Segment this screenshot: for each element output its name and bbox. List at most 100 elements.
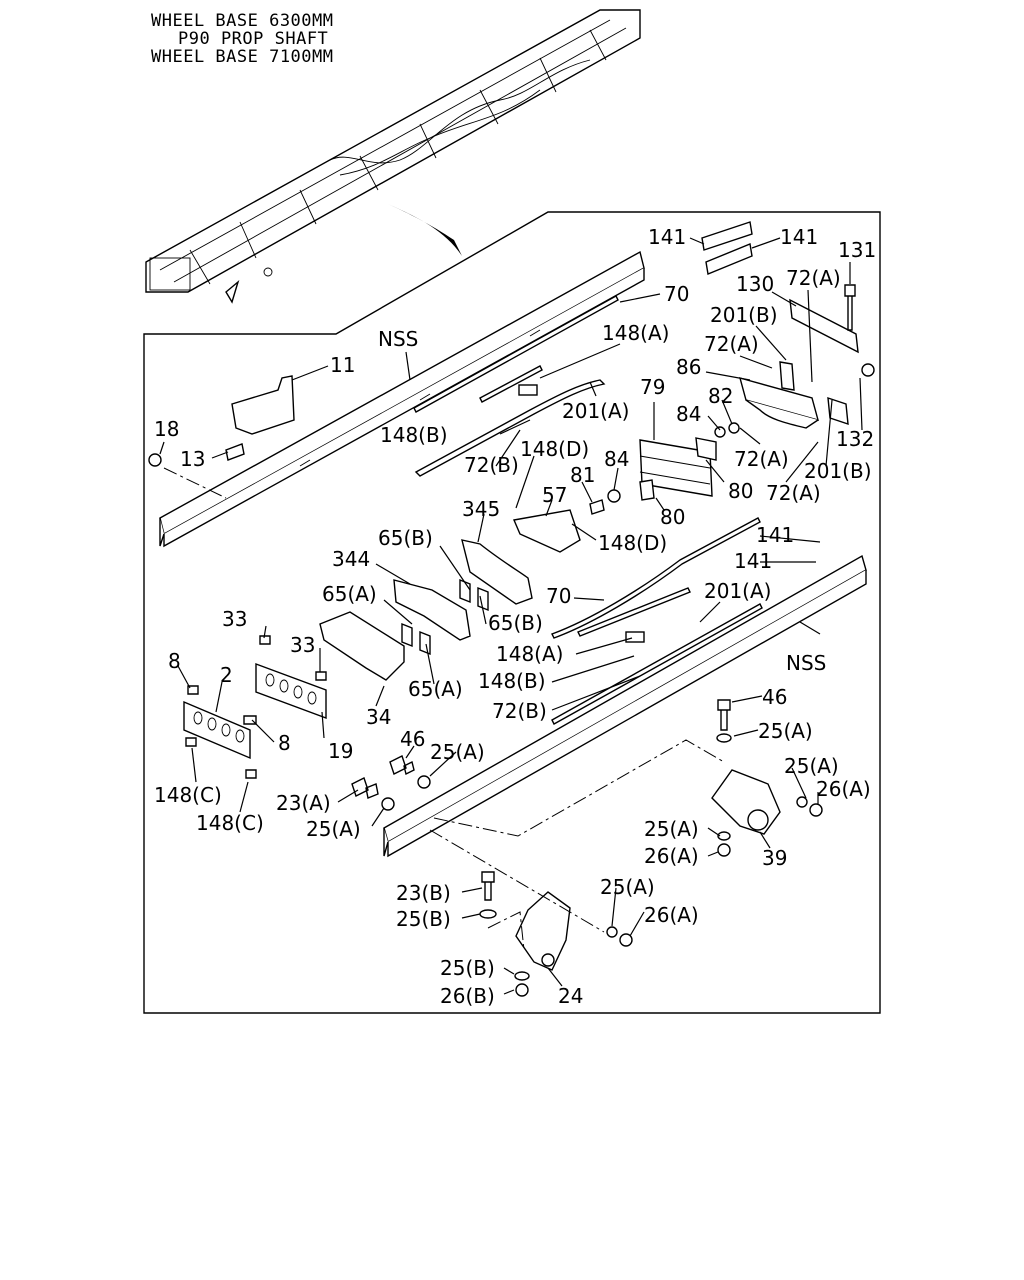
callout-13: 13 [180, 447, 205, 471]
callout-57: 57 [542, 483, 567, 507]
upper-reinforcement-plates [413, 295, 619, 477]
callout-141: 141 [756, 523, 794, 547]
header-line-2: P90 PROP SHAFT [178, 29, 328, 49]
exploded-view-frame [143, 211, 881, 1014]
callout-25-a: 25(A) [784, 754, 839, 778]
callout-201-a: 201(A) [704, 579, 771, 603]
callout-26-b: 26(B) [440, 984, 495, 1008]
callout-65-a: 65(A) [322, 582, 377, 606]
callout-72-b: 72(B) [464, 453, 519, 477]
callout-79: 79 [640, 375, 665, 399]
callout-201-a: 201(A) [562, 399, 629, 423]
callout-26-a: 26(A) [644, 903, 699, 927]
callout-141: 141 [734, 549, 772, 573]
callout-23-a: 23(A) [276, 791, 331, 815]
callout-132: 132 [836, 427, 874, 451]
callout-84: 84 [676, 402, 701, 426]
callout-72-a: 72(A) [704, 332, 759, 356]
callout-nss: NSS [378, 327, 418, 351]
callout-19: 19 [328, 739, 353, 763]
fasteners [148, 284, 875, 997]
callout-81: 81 [570, 463, 595, 487]
callout-25-a: 25(A) [644, 817, 699, 841]
callout-8: 8 [168, 649, 181, 673]
callout-86: 86 [676, 355, 701, 379]
callout-72-b: 72(B) [492, 699, 547, 723]
callout-34: 34 [366, 705, 391, 729]
callout-131: 131 [838, 238, 876, 262]
callout-labels: 141 141 131 70 130 72(A) 201(B) NSS 148(… [154, 225, 876, 1008]
callout-24: 24 [558, 984, 583, 1008]
callout-148-a: 148(A) [602, 321, 669, 345]
callout-46: 46 [762, 685, 787, 709]
spring-hanger-39 [711, 769, 781, 835]
callout-25-a: 25(A) [600, 875, 655, 899]
callout-201-b: 201(B) [710, 303, 778, 327]
detail-arrow [388, 204, 462, 256]
callout-8: 8 [278, 731, 291, 755]
callout-72-a: 72(A) [786, 266, 841, 290]
callout-80: 80 [660, 505, 685, 529]
spring-hanger-24 [515, 891, 571, 971]
cross-member-19 [255, 662, 327, 720]
callout-26-a: 26(A) [644, 844, 699, 868]
callout-25-a: 25(A) [306, 817, 361, 841]
cross-member-79 [639, 437, 717, 497]
leader-lines [159, 237, 863, 995]
callout-72-a: 72(A) [766, 481, 821, 505]
assembly-centerlines [163, 467, 725, 951]
callout-2: 2 [220, 663, 233, 687]
callout-23-b: 23(B) [396, 881, 451, 905]
callout-25-b: 25(B) [396, 907, 451, 931]
callout-65-b: 65(B) [488, 611, 543, 635]
callout-141: 141 [780, 225, 818, 249]
cross-member-34 [319, 611, 405, 681]
callout-18: 18 [154, 417, 179, 441]
callout-25-b: 25(B) [440, 956, 495, 980]
upper-frame-rail [159, 250, 645, 548]
lower-frame-rail [383, 554, 867, 858]
callout-201-b: 201(B) [804, 459, 872, 483]
callout-33: 33 [222, 607, 247, 631]
callout-148-c: 148(C) [154, 783, 222, 807]
cross-member-57 [513, 509, 581, 553]
callout-82: 82 [708, 384, 733, 408]
callout-148-d: 148(D) [598, 531, 667, 555]
chassis-overview-illustration [145, 9, 641, 304]
callout-11: 11 [330, 353, 355, 377]
callout-25-a: 25(A) [758, 719, 813, 743]
callout-148-c: 148(C) [196, 811, 264, 835]
header-line-1: WHEEL BASE 6300MM [151, 11, 334, 31]
callout-65-a: 65(A) [408, 677, 463, 701]
header-line-3: WHEEL BASE 7100MM [151, 47, 334, 67]
callout-130: 130 [736, 272, 774, 296]
callout-84: 84 [604, 447, 629, 471]
callout-39: 39 [762, 846, 787, 870]
callout-148-a: 148(A) [496, 642, 563, 666]
cross-member-345 [461, 539, 533, 605]
bracket-11 [231, 375, 295, 435]
callout-80: 80 [728, 479, 753, 503]
cross-member-344 [393, 578, 489, 656]
cross-member-2 [183, 700, 251, 760]
callout-148-d: 148(D) [520, 437, 589, 461]
callout-46: 46 [400, 727, 425, 751]
callout-72-a: 72(A) [734, 447, 789, 471]
header-block: WHEEL BASE 6300MM P90 PROP SHAFT WHEEL B… [151, 11, 334, 67]
callout-148-b: 148(B) [380, 423, 448, 447]
callout-344: 344 [332, 547, 370, 571]
callout-70: 70 [664, 282, 689, 306]
lower-reinforcement-plates [551, 517, 763, 725]
callout-345: 345 [462, 497, 500, 521]
cross-member-86 [701, 221, 859, 429]
callout-141: 141 [648, 225, 686, 249]
callout-nss: NSS [786, 651, 826, 675]
callout-148-b: 148(B) [478, 669, 546, 693]
callout-70: 70 [546, 584, 571, 608]
callout-25-a: 25(A) [430, 740, 485, 764]
callout-26-a: 26(A) [816, 777, 871, 801]
callout-65-b: 65(B) [378, 526, 433, 550]
callout-33: 33 [290, 633, 315, 657]
